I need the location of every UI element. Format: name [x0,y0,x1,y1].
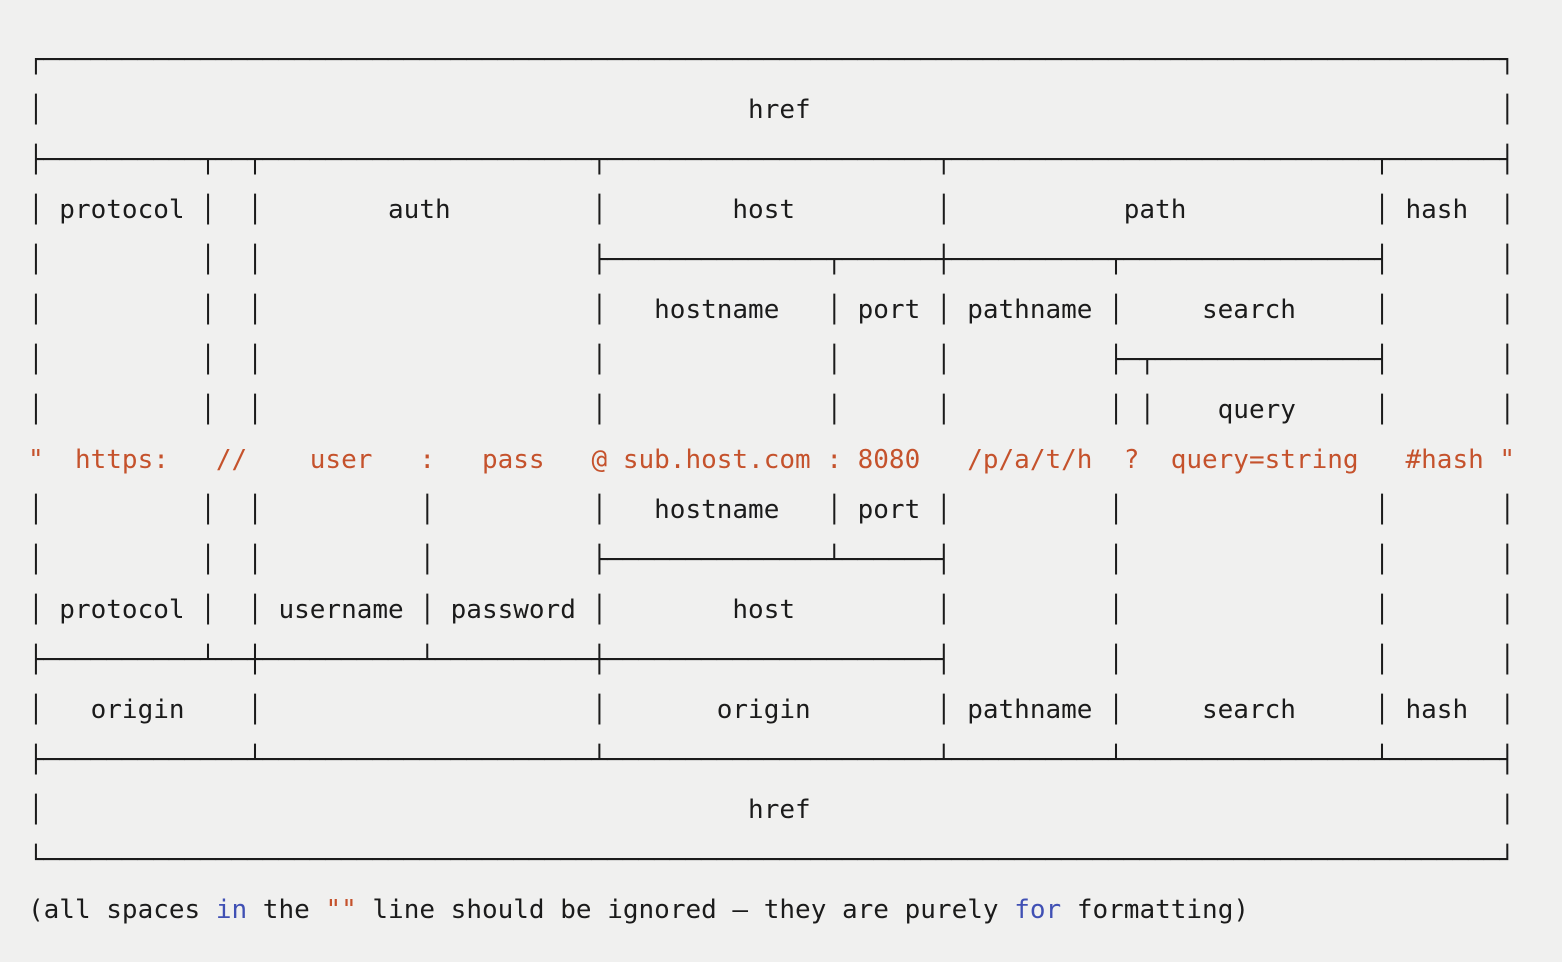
url-string-line: " https: // user : pass @ sub.host.com :… [28,445,1516,475]
url-anatomy-ascii-diagram: ┌───────────────────────────────────────… [28,35,1562,885]
diagram-line: │ protocol │ │ username │ password │ hos… [28,595,1516,625]
diagram-line: │ │ │ ├──────────────┬──────┼──────────┬… [28,245,1516,275]
diagram-line: │ protocol │ │ auth │ host │ path │ hash… [28,195,1516,225]
diagram-line: │ origin │ │ origin │ pathname │ search … [28,695,1516,725]
caption-text: line should be ignored — they are purely [356,895,1015,925]
diagram-line: ┌───────────────────────────────────────… [28,45,1516,75]
diagram-line: │ │ │ │ ├──────────────┴──────┤ │ │ │ [28,545,1516,575]
diagram-line: │ href │ [28,95,1516,125]
diagram-line: ├──────────┴──┼──────────┴──────────┼───… [28,645,1516,675]
diagram-line: │ │ │ │ │ hostname │ port │ │ │ │ [28,495,1516,525]
caption-string-quotes: "" [325,895,357,925]
diagram-line: │ │ │ │ │ │ │ │ query │ │ [28,395,1516,425]
caption-keyword: in [215,895,248,925]
diagram-caption: (all spaces in the "" line should be ign… [28,885,1562,935]
diagram-line: │ href │ [28,795,1516,825]
diagram-line: ├─────────────┴─────────────────────┴───… [28,745,1516,775]
diagram-line: │ │ │ │ hostname │ port │ pathname │ sea… [28,295,1516,325]
code-block: ┌───────────────────────────────────────… [28,35,1562,935]
diagram-line: ├──────────┬──┬─────────────────────┬───… [28,145,1516,175]
diagram-line: └───────────────────────────────────────… [28,845,1516,875]
caption-text: (all spaces [28,895,216,925]
caption-keyword: for [1014,895,1062,925]
caption-text: formatting) [1061,895,1250,925]
diagram-line: │ │ │ │ │ │ ├─┬──────────────┤ │ [28,345,1516,375]
caption-text: the [247,895,326,925]
